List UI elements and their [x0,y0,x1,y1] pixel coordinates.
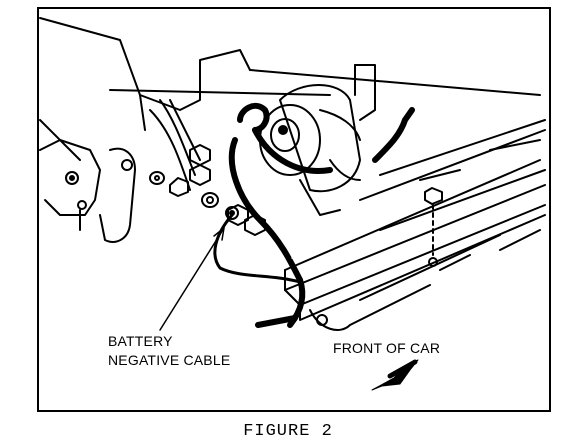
left-bracket [65,147,136,243]
figure-caption: FIGURE 2 [243,422,333,441]
engine-block [39,17,251,231]
front-of-car-label: FRONT OF CAR [333,340,441,356]
mounting-bolt [424,187,443,267]
frame-rail [284,159,546,331]
cable-leader-arrow [159,227,225,331]
battery-cable-label-line1: BATTERY [108,333,173,349]
starter-motor [259,64,376,216]
washers-nuts [149,144,266,236]
wiring-harness-bands [235,147,301,259]
body-panels [109,69,546,231]
battery-cable-label-line2: NEGATIVE CABLE [108,352,231,368]
front-direction-arrow [371,359,419,391]
wiring-harness [228,102,415,328]
